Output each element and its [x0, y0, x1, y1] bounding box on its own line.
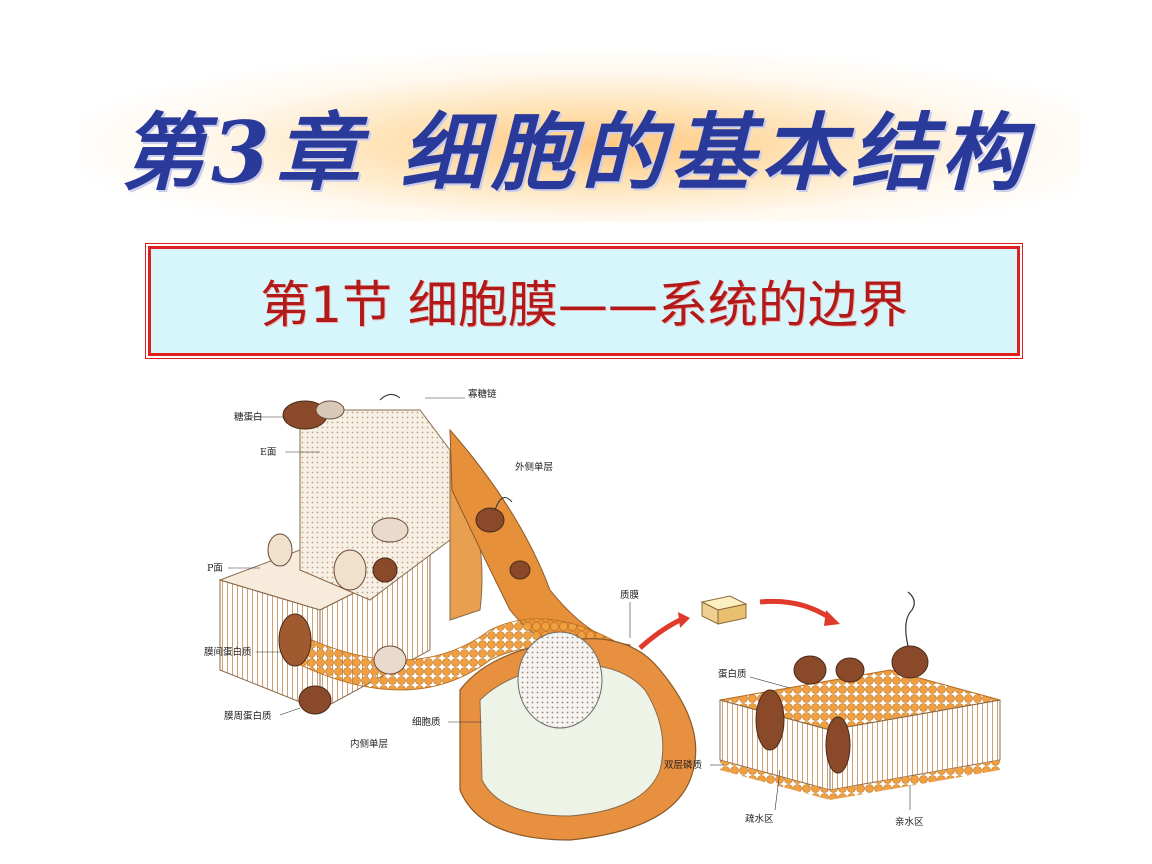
section-title: 第1节 细胞膜——系统的边界	[260, 276, 908, 334]
section-title-box: 第1节 细胞膜——系统的边界	[145, 243, 1023, 359]
label-cytoplasm: 细胞质	[412, 716, 441, 728]
bilayer-block-illustration	[719, 591, 1001, 800]
label-outer-leaflet: 外侧单层	[515, 461, 553, 473]
label-hydrophobic-region: 疏水区	[745, 813, 774, 825]
label-glycocalyx: 寡糖链	[468, 388, 497, 400]
label-phospholipid-bilayer: 双层磷质	[664, 759, 703, 771]
cell-membrane-diagram: 糖蛋白 寡糖链 E面 外侧单层 P面 膜间蛋白质 膜周蛋白质 内侧单层 质膜 细…	[204, 388, 1001, 841]
label-inner-leaflet: 内侧单层	[350, 738, 388, 750]
label-protein: 蛋白质	[718, 668, 747, 680]
label-integral-protein: 膜间蛋白质	[204, 646, 252, 658]
process-arrows	[638, 598, 840, 650]
label-e-face: E面	[260, 447, 276, 458]
label-p-face: P面	[207, 563, 223, 574]
label-hydrophilic-region: 亲水区	[895, 816, 924, 828]
label-peripheral-protein: 膜周蛋白质	[224, 710, 272, 722]
label-glycoprotein: 糖蛋白	[234, 411, 263, 423]
cell-cross-section-illustration	[459, 631, 697, 841]
label-plasma-membrane: 质膜	[620, 589, 640, 601]
title-glow-background	[80, 52, 1080, 222]
chapter-title: 第3章 细胞的基本结构	[121, 103, 1031, 202]
membrane-sheet-illustration	[218, 394, 631, 715]
membrane-sample-cube	[700, 595, 748, 625]
diagram-labels: 糖蛋白 寡糖链 E面 外侧单层 P面 膜间蛋白质 膜周蛋白质 内侧单层 质膜 细…	[204, 388, 924, 828]
